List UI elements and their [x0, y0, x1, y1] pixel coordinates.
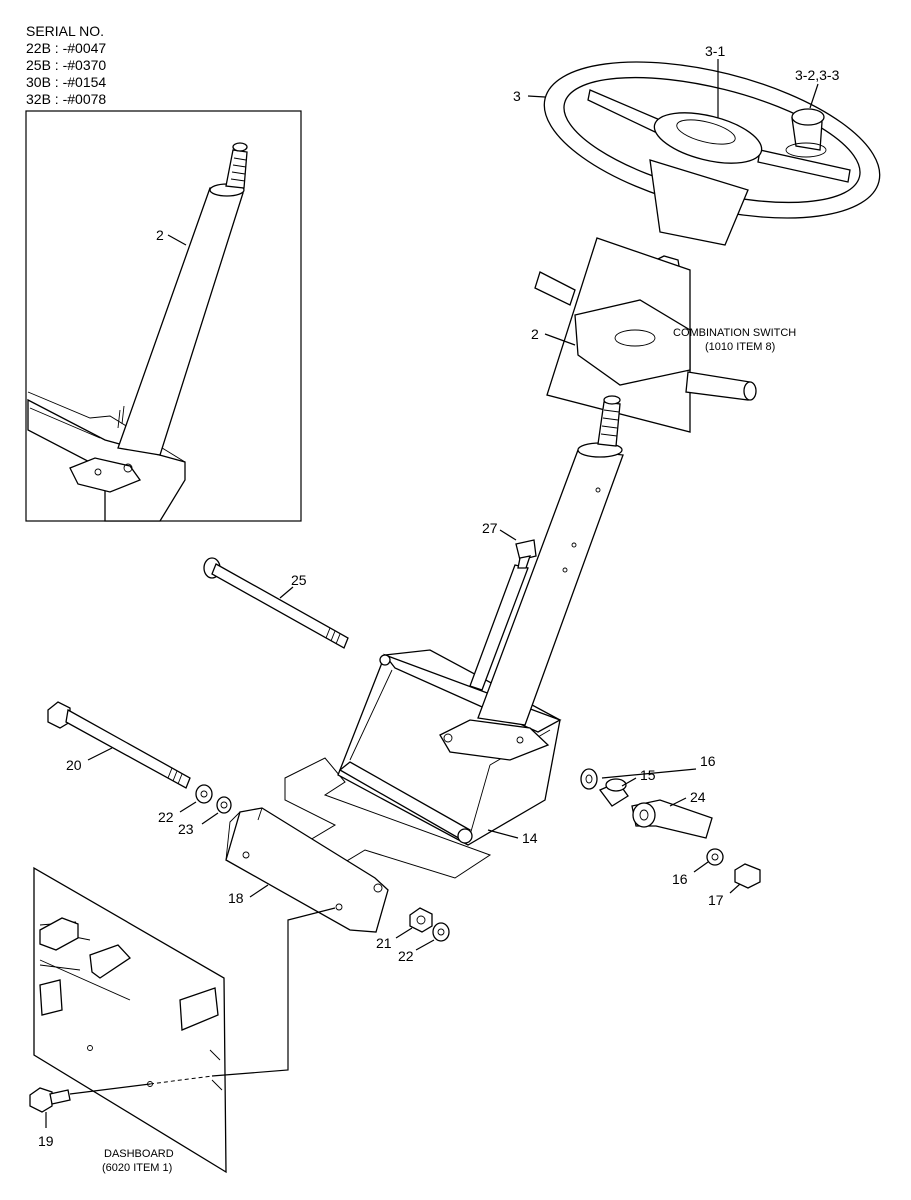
tilt-lever-hardware: 16 15 24 16 17: [580, 753, 761, 908]
callout-2-main: 2: [531, 326, 539, 342]
column-tube: [477, 449, 624, 726]
dashboard-label: DASHBOARD: [104, 1148, 174, 1160]
bracket-crossbar: [338, 761, 471, 841]
nut-21: [409, 907, 433, 933]
serial-line-30b: 30B : -#0154: [26, 74, 106, 90]
callout-24: 24: [690, 789, 706, 805]
washer-16-upper: [580, 768, 598, 790]
callout-3: 3: [513, 88, 521, 104]
serial-number-block: SERIAL NO. 22B : -#0047 25B : -#0370 30B…: [26, 23, 106, 107]
inset-base-flange: [69, 457, 142, 493]
washers-22-23: 22 23: [158, 784, 232, 837]
callout-22-lower: 22: [398, 948, 414, 964]
switch-body: [574, 299, 691, 386]
bolt-19-head: [29, 1087, 53, 1113]
bolt-27: 27: [482, 520, 537, 569]
callout-3-2-3-3: 3-2,3-3: [795, 67, 840, 83]
dashboard-tab: [89, 944, 131, 979]
combination-switch-label: COMBINATION SWITCH: [673, 327, 796, 339]
callout-3-1: 3-1: [705, 43, 725, 59]
washer-23: [216, 796, 232, 814]
serial-line-32b: 32B : -#0078: [26, 91, 106, 107]
bolt-20: 20: [47, 701, 191, 789]
bracket-pivot-hole: [457, 828, 473, 844]
washer-22-lower: [432, 922, 450, 942]
callout-19: 19: [38, 1133, 54, 1149]
inset-detail: 2: [25, 110, 302, 522]
combination-switch: 2 COMBINATION SWITCH (1010 ITEM 8): [531, 237, 796, 433]
callout-17: 17: [708, 892, 724, 908]
steering-column: [439, 395, 624, 761]
combination-switch-ref: (1010 ITEM 8): [705, 341, 775, 353]
callout-22-upper: 22: [158, 809, 174, 825]
callout-16-lower: 16: [672, 871, 688, 887]
serial-line-25b: 25B : -#0370: [26, 57, 106, 73]
serial-heading: SERIAL NO.: [26, 23, 104, 39]
column-base-flange: [439, 719, 550, 761]
callout-21: 21: [376, 935, 392, 951]
callout-14: 14: [522, 830, 538, 846]
callout-27: 27: [482, 520, 498, 536]
serial-line-22b: 22B : -#0047: [26, 40, 106, 56]
callout-15: 15: [640, 767, 656, 783]
switch-lever-right: [685, 371, 751, 401]
callout-20: 20: [66, 757, 82, 773]
wheel-spoke-right: [757, 149, 851, 183]
plate-18-body: [225, 807, 389, 933]
wheel-hub: [649, 159, 749, 246]
plate-18: 18: [225, 807, 389, 933]
wheel-center-cap: [653, 112, 763, 164]
bolt-25-shank: [211, 563, 349, 649]
nut-21-washer-22: 21 22: [376, 907, 450, 964]
bolt-17: [734, 863, 761, 889]
washer-16-lower: [706, 848, 724, 866]
bolt-20-shank: [65, 708, 191, 789]
dashboard-ref: (6020 ITEM 1): [102, 1162, 172, 1174]
callout-2-inset: 2: [156, 227, 164, 243]
callout-18: 18: [228, 890, 244, 906]
callout-25: 25: [291, 572, 307, 588]
callout-23: 23: [178, 821, 194, 837]
dashboard-plate: [33, 866, 227, 1174]
steering-wheel: 3 3-1 3-2,3-3: [513, 43, 881, 246]
callout-16-upper: 16: [700, 753, 716, 769]
bolt-19: 19: [29, 907, 336, 1149]
bracket-shadow: [284, 757, 492, 879]
bolt-25: 25: [203, 557, 349, 649]
dashboard-panel: DASHBOARD (6020 ITEM 1): [33, 866, 227, 1174]
bolt-27-head: [515, 539, 537, 561]
washer-22-upper: [195, 784, 213, 804]
switch-lever-left: [534, 271, 576, 306]
